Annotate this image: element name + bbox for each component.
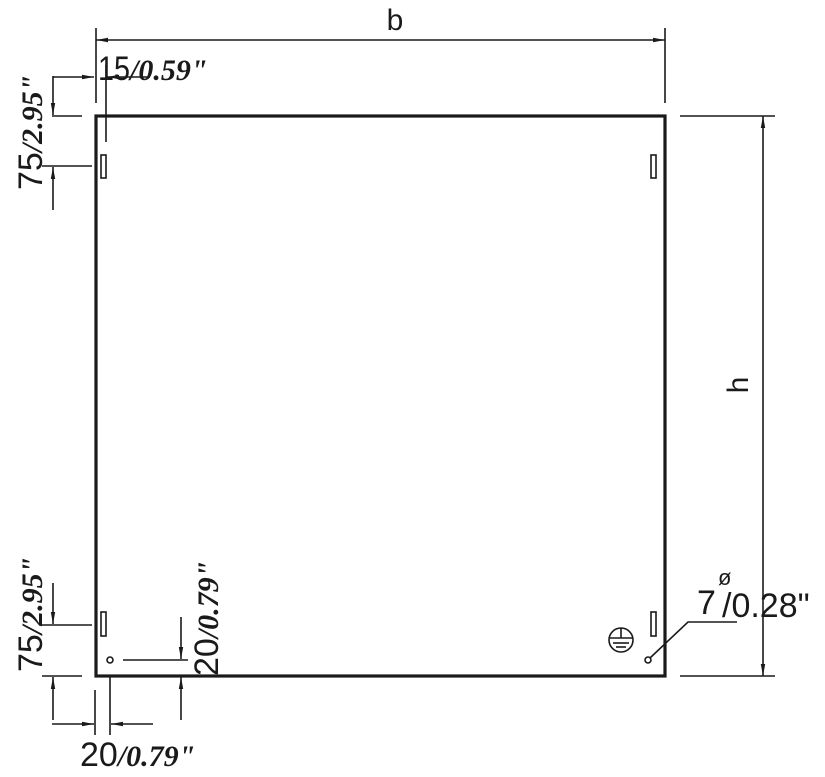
bottom-offset-y-label: 75/2.95"	[12, 557, 50, 672]
hole-diameter-inch: /0.28"	[722, 587, 810, 625]
hole-offset-x-dimension: 20/0.79"	[52, 676, 195, 774]
protective-earth-icon	[608, 627, 634, 653]
top-offset-y-dimension: 75/2.95"	[12, 75, 92, 210]
top-offset-x-label: 15/0.59"	[98, 50, 208, 88]
hole-bottom-left	[106, 656, 114, 664]
hole-offset-y-dimension: 20/0.79"	[123, 561, 226, 720]
hole-offset-x-label: 20/0.79"	[80, 736, 195, 774]
slot-bottom-left	[100, 611, 107, 637]
hole-diameter-callout: 7 ø /0.28"	[649, 565, 810, 659]
hole-diameter-mm: 7	[697, 584, 716, 622]
height-dimension: h	[680, 115, 775, 677]
bottom-offset-y-dimension: 75/2.95"	[12, 557, 92, 720]
slot-bottom-right	[650, 611, 657, 637]
top-offset-y-label: 75/2.95"	[12, 75, 50, 190]
height-label: h	[722, 377, 755, 394]
slot-top-left	[100, 154, 107, 179]
diameter-symbol: ø	[718, 565, 731, 590]
top-offset-x-dimension: 15/0.59"	[53, 50, 208, 142]
width-dimension: b	[95, 4, 666, 103]
slot-top-right	[650, 154, 657, 179]
width-label: b	[387, 4, 404, 37]
hole-offset-y-label: 20/0.79"	[188, 561, 226, 676]
plate-outline	[94, 114, 667, 678]
mounting-slots	[100, 154, 657, 637]
hole-bottom-right	[644, 656, 652, 664]
